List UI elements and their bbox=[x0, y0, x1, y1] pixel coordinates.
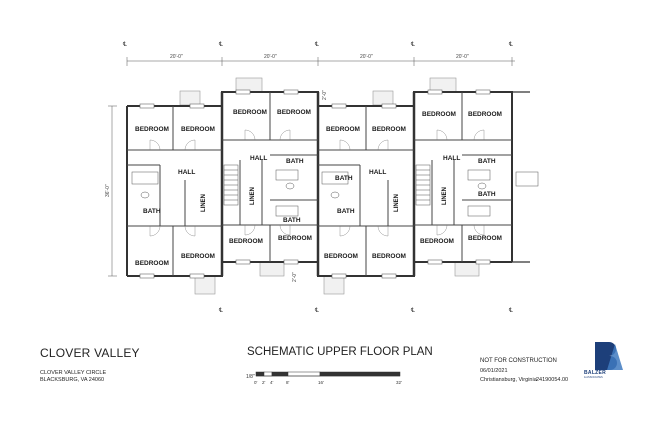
project-address-line-2: BLACKSBURG, VA 24060 bbox=[40, 377, 105, 383]
left-dimension-line bbox=[108, 105, 117, 277]
room-label-bath: BATH bbox=[337, 208, 355, 215]
dim-offset-bottom: 2'-0" bbox=[292, 272, 298, 282]
room-label-bath: BATH bbox=[478, 158, 496, 165]
room-label-bedroom: BEDROOM bbox=[181, 253, 215, 260]
graphic-scale-bar: 1/8" 0' 2' 4' 8' 16' 32' bbox=[246, 371, 402, 385]
masonry-blocks bbox=[179, 77, 480, 295]
centerline-symbol: ℄ bbox=[508, 42, 513, 48]
centerline-symbol: ℄ bbox=[218, 308, 223, 314]
door-swings bbox=[149, 129, 485, 237]
centerline-symbol: ℄ bbox=[508, 308, 513, 314]
room-label-bedroom: BEDROOM bbox=[135, 260, 169, 267]
scale-tick: 8' bbox=[286, 380, 290, 385]
centerline-symbol: ℄ bbox=[218, 42, 223, 48]
dim-unit-3: 20'-0" bbox=[360, 54, 373, 60]
stairs bbox=[223, 164, 431, 206]
dim-unit-2: 20'-0" bbox=[264, 54, 277, 60]
room-labels: BEDROOM BEDROOM HALL BATH LINEN BEDROOM … bbox=[135, 109, 502, 267]
bath-fixtures bbox=[131, 169, 491, 217]
scale-label: 1/8" bbox=[246, 374, 255, 380]
room-label-linen: LINEN bbox=[201, 194, 207, 212]
room-label-bedroom: BEDROOM bbox=[372, 253, 406, 260]
room-label-bedroom: BEDROOM bbox=[233, 109, 267, 116]
room-label-linen: LINEN bbox=[394, 194, 400, 212]
top-dimension-line bbox=[126, 57, 515, 66]
room-label-bedroom: BEDROOM bbox=[422, 111, 456, 118]
job-number: 24190054.00 bbox=[536, 377, 569, 383]
room-label-bedroom: BEDROOM bbox=[326, 126, 360, 133]
room-label-bedroom: BEDROOM bbox=[468, 111, 502, 118]
status-note: NOT FOR CONSTRUCTION bbox=[480, 358, 557, 364]
floor-plan-drawing: 20'-0" 20'-0" 20'-0" 20'-0" ℄ ℄ ℄ ℄ ℄ ℄ … bbox=[105, 42, 539, 314]
room-label-bedroom: BEDROOM bbox=[372, 126, 406, 133]
scale-tick: 0' bbox=[254, 380, 258, 385]
room-label-hall: HALL bbox=[250, 155, 267, 162]
room-label-bedroom: BEDROOM bbox=[135, 126, 169, 133]
room-label-bath: BATH bbox=[283, 217, 301, 224]
scale-tick: 2' bbox=[262, 380, 266, 385]
project-title: CLOVER VALLEY bbox=[40, 346, 140, 360]
room-label-bath: BATH bbox=[143, 208, 161, 215]
room-label-bedroom: BEDROOM bbox=[324, 253, 358, 260]
room-label-hall: HALL bbox=[178, 169, 195, 176]
scale-tick: 4' bbox=[270, 380, 274, 385]
room-label-bedroom: BEDROOM bbox=[278, 235, 312, 242]
room-label-hall: HALL bbox=[443, 155, 460, 162]
centerline-symbol: ℄ bbox=[122, 42, 127, 48]
centerline-symbol: ℄ bbox=[410, 42, 415, 48]
room-label-bath: BATH bbox=[286, 158, 304, 165]
windows bbox=[139, 89, 491, 279]
centerline-symbol: ℄ bbox=[410, 308, 415, 314]
room-label-bedroom: BEDROOM bbox=[420, 238, 454, 245]
dim-offset-top: 2'-0" bbox=[322, 90, 328, 100]
room-label-linen: LINEN bbox=[250, 187, 256, 205]
room-label-bedroom: BEDROOM bbox=[468, 235, 502, 242]
sheet-date: 06/01/2021 bbox=[480, 368, 508, 374]
party-walls bbox=[220, 92, 416, 276]
dim-unit-4: 20'-0" bbox=[456, 54, 469, 60]
room-label-hall: HALL bbox=[369, 169, 386, 176]
scale-tick: 32' bbox=[396, 380, 402, 385]
room-label-bath: BATH bbox=[335, 175, 353, 182]
project-address-line-1: CLOVER VALLEY CIRCLE bbox=[40, 370, 107, 376]
room-label-bath: BATH bbox=[478, 191, 496, 198]
scale-tick: 16' bbox=[318, 380, 324, 385]
dim-overall-depth: 36'-0" bbox=[105, 184, 111, 197]
firm-logo-subtext: & ASSOCIATES bbox=[584, 376, 603, 379]
sheet-title: SCHEMATIC UPPER FLOOR PLAN bbox=[247, 346, 433, 358]
adjacent-building-stub bbox=[512, 91, 539, 263]
room-label-bedroom: BEDROOM bbox=[229, 238, 263, 245]
room-label-bedroom: BEDROOM bbox=[181, 126, 215, 133]
balzer-logo bbox=[595, 342, 623, 370]
room-label-bedroom: BEDROOM bbox=[277, 109, 311, 116]
firm-logo-name: BALZER bbox=[584, 370, 607, 376]
interior-walls bbox=[127, 92, 512, 276]
centerline-symbol: ℄ bbox=[314, 42, 319, 48]
room-label-linen: LINEN bbox=[442, 187, 448, 205]
sheet-location: Christiansburg, Virginia bbox=[480, 377, 537, 383]
centerline-symbol: ℄ bbox=[314, 308, 319, 314]
dim-unit-1: 20'-0" bbox=[170, 54, 183, 60]
